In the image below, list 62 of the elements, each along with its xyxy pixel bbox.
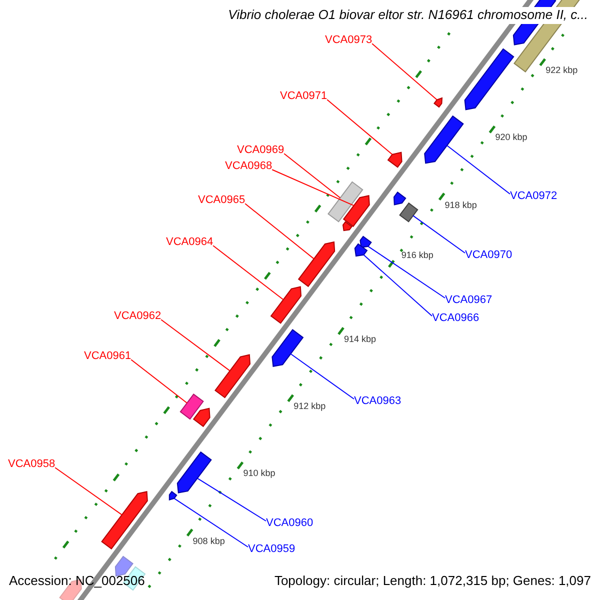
gene-block [214, 354, 251, 398]
gene-block [270, 286, 302, 324]
gene-block [328, 181, 364, 222]
gene-block [114, 556, 134, 577]
leader-line [412, 215, 466, 254]
gene-block [298, 241, 336, 288]
gene-label: VCA0964 [166, 236, 214, 249]
scale-label: 908 kbp [192, 536, 225, 546]
topology-text: Topology: circular; Length: 1,072,315 bp; Genes: 1,097 [274, 574, 591, 589]
gene-label: VCA0968 [225, 160, 272, 173]
scale-label: 910 kbp [243, 468, 276, 479]
leader-line [196, 478, 266, 522]
gene-label: VCA0971 [280, 90, 328, 103]
gene-block [180, 394, 204, 420]
scale-label: 920 kbp [495, 132, 528, 143]
gene-block [424, 115, 464, 164]
gene-label: VCA0969 [237, 144, 284, 157]
gene-label: VCA0970 [465, 249, 512, 262]
leader-line [272, 169, 354, 206]
gene-block [387, 152, 402, 168]
gene-block [464, 48, 514, 110]
gene-block [342, 194, 370, 228]
gene-label: VCA0972 [510, 190, 558, 203]
scale-label: 918 kbp [444, 200, 477, 210]
gene-label: VCA0967 [445, 294, 492, 307]
leader-line [368, 246, 446, 298]
leader-line [160, 319, 230, 372]
scale-label: 922 kbp [546, 65, 578, 76]
gene-block [399, 202, 418, 222]
gene-label: VCA0961 [84, 350, 132, 363]
leader-line [284, 153, 341, 198]
gene-block [360, 236, 372, 248]
leader-line [290, 353, 354, 400]
gene-label: VCA0966 [432, 312, 480, 325]
leader-line [446, 145, 510, 194]
gene-block [176, 451, 212, 494]
gene-block [394, 192, 406, 206]
gene-block [192, 408, 210, 428]
gene-label: VCA0960 [266, 517, 314, 530]
gene-label: VCA0963 [354, 395, 402, 408]
gene-label: VCA0965 [198, 194, 246, 207]
gene-block [434, 97, 443, 108]
leader-line [174, 498, 248, 548]
leader-line [372, 43, 438, 100]
gene-label: VCA0962 [114, 310, 162, 323]
gene-block [354, 243, 368, 257]
gene-block [272, 329, 304, 367]
gene-label: VCA0958 [8, 458, 56, 471]
leader-line [244, 203, 314, 260]
leader-line [326, 99, 393, 155]
gene-block [101, 490, 148, 550]
leader-line [363, 254, 432, 316]
scale-label: 916 kbp [401, 250, 434, 260]
scale-label: 912 kbp [294, 401, 326, 412]
gene-label: VCA0973 [325, 34, 372, 47]
scale-label: 914 kbp [344, 334, 376, 344]
accession-text: Accession: NC_002506 [9, 574, 145, 589]
leader-line [54, 467, 122, 516]
leader-line [130, 359, 188, 404]
leader-line [212, 245, 284, 300]
gene-label: VCA0959 [248, 543, 296, 556]
gene-block [168, 490, 178, 500]
